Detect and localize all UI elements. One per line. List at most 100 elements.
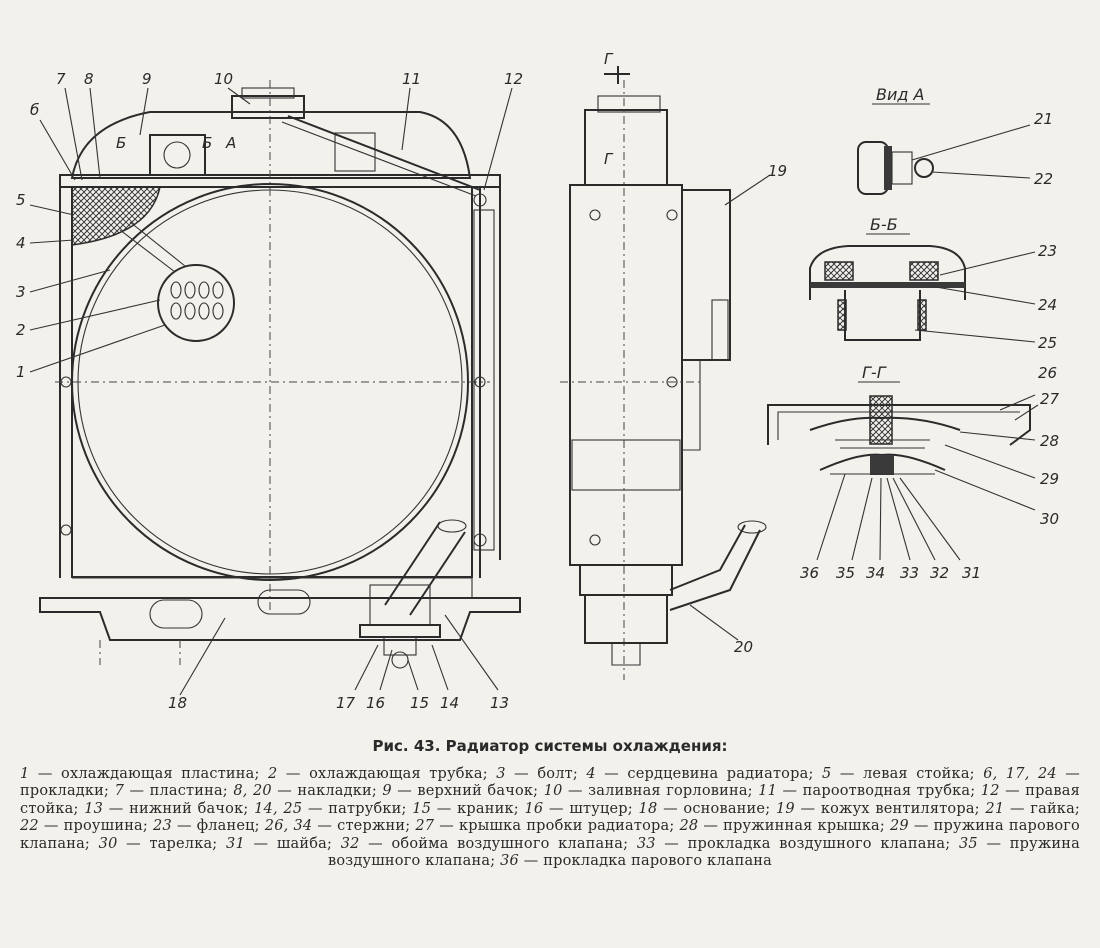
callout-21: 21: [1034, 110, 1053, 128]
section-marks: Б Б А Г Г: [116, 50, 630, 168]
section-mark-b-right: Б: [202, 134, 212, 152]
legend-item-number: 13: [84, 800, 104, 817]
callout-4: 4: [16, 234, 26, 252]
callout-25: 25: [1038, 334, 1057, 352]
legend-item: 14, 25 — патрубки;: [254, 801, 412, 817]
legend-item-number: 16: [524, 800, 544, 817]
side-top-tank: [584, 109, 668, 186]
legend-item-number: 35: [959, 835, 978, 852]
legend-item-number: 2: [268, 765, 278, 782]
bottom-tank: [39, 597, 521, 641]
caption-legend: 1 — охлаждающая пластина; 2 — охлаждающа…: [20, 766, 1080, 871]
side-core: [569, 184, 683, 566]
legend-item-number: 1: [20, 765, 30, 782]
legend-item-text: — стержни;: [312, 818, 416, 834]
callout-24: 24: [1038, 296, 1057, 314]
filler-neck: [231, 95, 305, 119]
legend-item-text: — пружина воздушного клапана;: [327, 835, 1080, 870]
callout-35: 35: [836, 564, 855, 582]
view-a-title: Вид А: [876, 85, 924, 104]
legend-item: 33 — прокладка воздушного клапана;: [637, 836, 959, 852]
legend-item-text: — охлаждающая трубка;: [277, 765, 497, 782]
legend-item: 6, 17, 24 — прокладки;: [20, 766, 1080, 800]
legend-item: 1 — охлаждающая пластина;: [20, 766, 268, 782]
legend-item-number: 32: [340, 835, 360, 852]
bb-tank-wall: [809, 245, 966, 300]
callout-2: 2: [16, 321, 26, 339]
side-bottom-tank: [579, 564, 673, 596]
legend-item-text: — обойма воздушного клапана;: [359, 835, 637, 852]
legend-item-number: 15: [412, 800, 432, 817]
side-view: [560, 80, 767, 680]
callout-28: 28: [1040, 432, 1059, 450]
section-gg-title: Г-Г: [862, 363, 887, 382]
legend-item-number: 9: [382, 783, 392, 799]
callout-31: 31: [962, 564, 981, 582]
legend-item-number: 22: [20, 818, 39, 834]
legend-item: 15 — краник;: [412, 801, 524, 817]
section-mark-a: А: [225, 134, 236, 152]
drain-tap: [359, 624, 441, 638]
caption-title: Рис. 43. Радиатор системы охлаждения:: [372, 737, 728, 755]
bb-outlet-pipe: [844, 290, 921, 341]
callout-3: 3: [16, 283, 26, 301]
legend-item-number: 30: [98, 835, 118, 852]
legend-item: 32 — обойма воздушного клапана;: [341, 836, 637, 852]
legend-item-number: 28: [679, 818, 699, 834]
bb-flange-left: [824, 261, 854, 281]
callout-30: 30: [1040, 510, 1059, 528]
legend-item-number: 4: [586, 765, 596, 782]
legend-item-text: — шайба;: [244, 835, 341, 852]
callout-13: 13: [490, 694, 509, 712]
legend-item-number: 6, 17, 24: [983, 765, 1057, 782]
legend-item-text: — пароотводная трубка;: [777, 783, 981, 799]
legend-item-number: 10: [543, 783, 563, 799]
legend-item: 27 — крышка пробки радиатора;: [415, 818, 679, 834]
legend-item: 23 — фланец;: [153, 818, 265, 834]
top-tank: [70, 111, 472, 179]
callout-1: 1: [16, 363, 26, 381]
legend-item-number: 33: [636, 835, 656, 852]
callout-11: 11: [402, 70, 421, 88]
callout-18: 18: [168, 694, 187, 712]
legend-item: 7 — пластина;: [115, 783, 234, 799]
steam-tube: [287, 115, 481, 191]
callout-14: 14: [440, 694, 459, 712]
legend-item-number: 3: [496, 765, 506, 782]
callout-numbers: б 7 8 9 10 11 12 5 4 3 2 1 18 17 16 15 1…: [16, 70, 1060, 712]
legend-item-text: — пластина;: [124, 783, 234, 799]
legend-item-text: — крышка пробки радиатора;: [434, 818, 680, 834]
bb-flange-right: [909, 261, 939, 281]
callout-16: 16: [366, 694, 385, 712]
callout-26: 26: [1038, 364, 1057, 382]
legend-item-text: — левая стойка;: [831, 765, 984, 782]
legend-item-text: — охлаждающая пластина;: [29, 765, 269, 782]
legend-item-number: 8, 20: [233, 783, 272, 799]
legend-item-number: 23: [153, 818, 172, 834]
legend-item-number: 14, 25: [254, 800, 303, 817]
legend-item: 18 — основание;: [639, 801, 776, 817]
legend-item-number: 19: [775, 800, 795, 817]
fan-shroud-side: [681, 189, 731, 361]
callout-12: 12: [504, 70, 523, 88]
callout-32: 32: [930, 564, 949, 582]
view-a: Вид А: [857, 85, 1031, 195]
legend-item-number: 29: [889, 818, 909, 834]
legend-item-text: — гайка;: [1004, 800, 1081, 817]
legend-item-text: — прокладки;: [20, 765, 1081, 800]
legend-item: 19 — кожух вентилятора;: [776, 801, 985, 817]
side-outlet-pipe: [669, 524, 761, 611]
legend-item-text: — пружинная крышка;: [698, 818, 890, 834]
callout-5: 5: [16, 191, 26, 209]
view-a-lug: [914, 158, 934, 178]
legend-item-text: — кожух вентилятора;: [794, 800, 986, 817]
leader-lines: [29, 87, 771, 696]
callout-36: 36: [800, 564, 819, 582]
callout-33: 33: [900, 564, 919, 582]
legend-item: 21 — гайка;: [985, 801, 1080, 817]
callout-7: 7: [56, 70, 66, 88]
legend-item: 10 — заливная горловина;: [544, 783, 759, 799]
legend-item-number: 11: [758, 783, 778, 799]
legend-item-number: 26, 34: [264, 818, 313, 834]
section-mark-g-top: Г: [604, 50, 614, 68]
